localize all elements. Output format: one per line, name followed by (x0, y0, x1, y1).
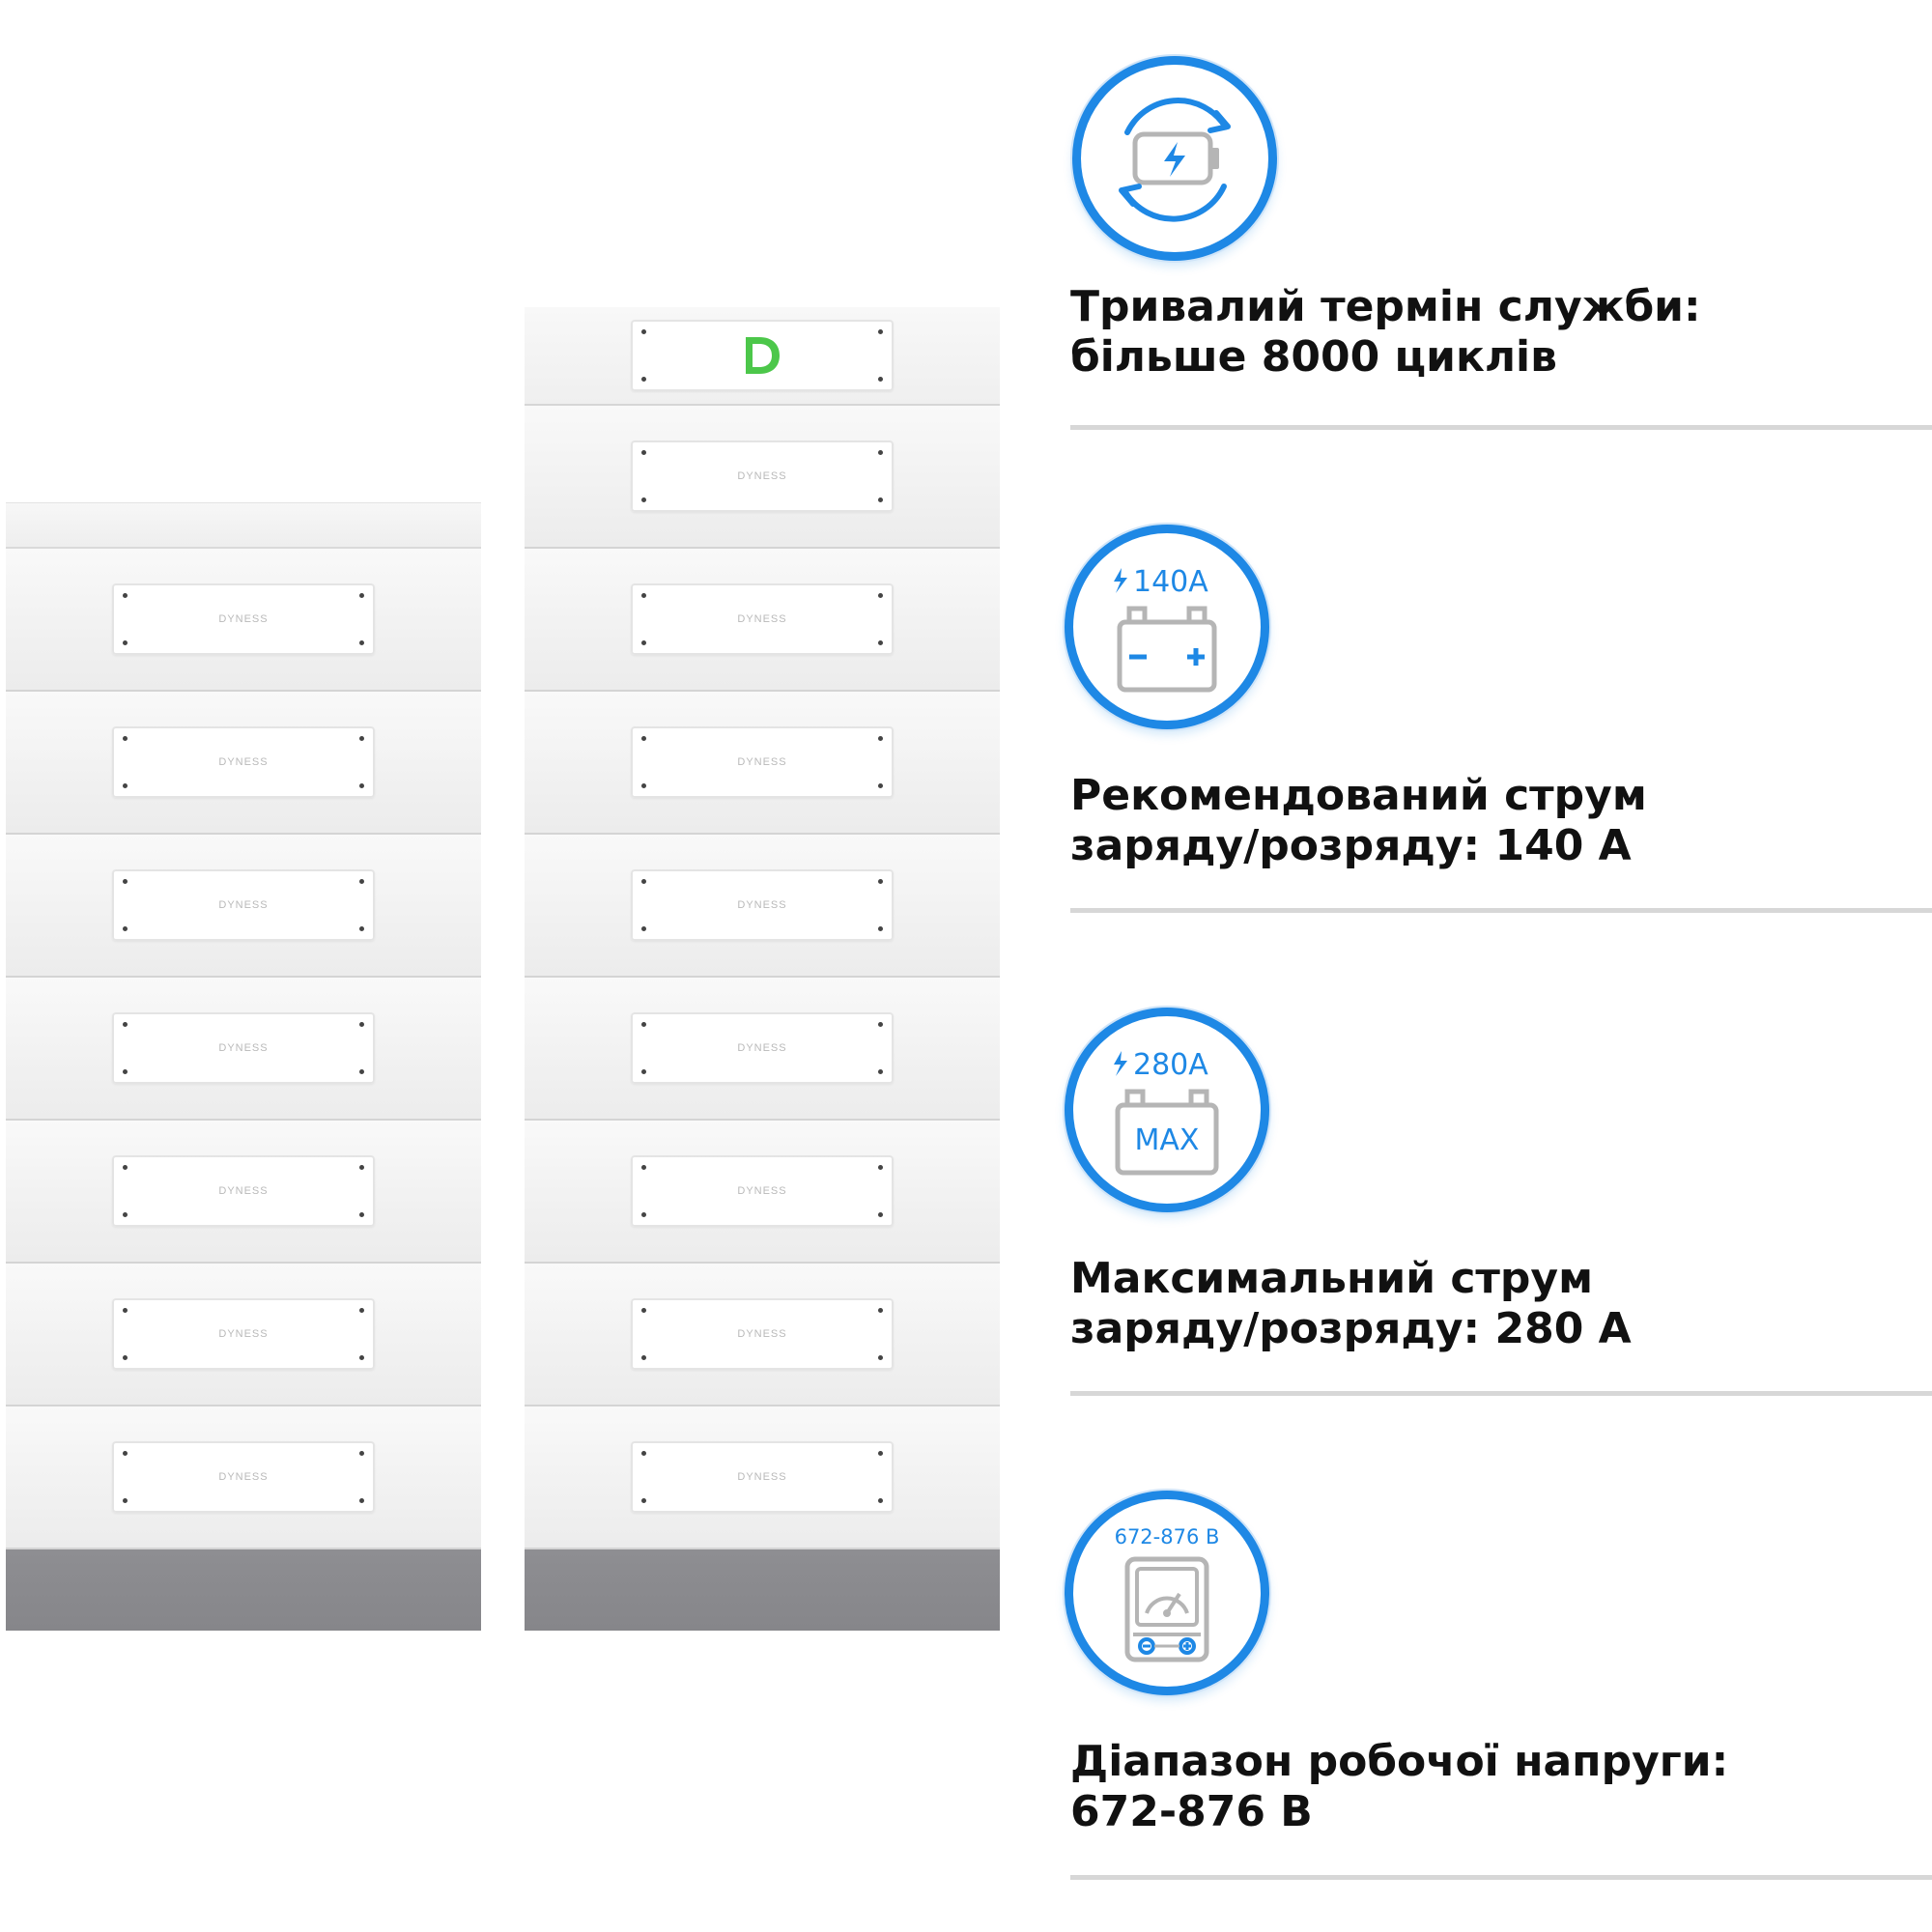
battery-module: DYNESS (6, 692, 481, 835)
brand-plate-text: DYNESS (737, 899, 787, 911)
module-nameplate: DYNESS (112, 1441, 375, 1513)
module-nameplate: DYNESS (631, 583, 894, 655)
feature-title: Діапазон робочої напруги: 672-876 В (1070, 1737, 1729, 1836)
brand-plate-text: DYNESS (737, 470, 787, 482)
module-nameplate: DYNESS (631, 1155, 894, 1227)
brand-logo-icon (746, 337, 780, 374)
module-nameplate: DYNESS (631, 440, 894, 512)
brand-plate-text: DYNESS (218, 1185, 269, 1197)
stack-base (525, 1549, 1000, 1631)
module-nameplate: DYNESS (631, 1012, 894, 1084)
brand-plate-text: DYNESS (737, 1185, 787, 1197)
module-nameplate: DYNESS (112, 1298, 375, 1370)
icon-voltage-label: 672-876 В (1115, 1525, 1220, 1548)
module-nameplate: DYNESS (112, 1155, 375, 1227)
control-module (525, 307, 1000, 406)
module-nameplate: DYNESS (631, 1298, 894, 1370)
feature-title: Рекомендований струм заряду/розряду: 140… (1070, 771, 1647, 870)
battery-module: DYNESS (525, 1264, 1000, 1406)
brand-plate-text: DYNESS (218, 1471, 269, 1483)
module-nameplate: DYNESS (112, 726, 375, 798)
module-nameplate: DYNESS (631, 726, 894, 798)
brand-plate-text: DYNESS (737, 1471, 787, 1483)
feature-title: Максимальний струм заряду/розряду: 280 А (1070, 1254, 1632, 1353)
divider (1070, 425, 1932, 430)
module-nameplate: DYNESS (631, 1441, 894, 1513)
battery-module: DYNESS (525, 835, 1000, 978)
brand-plate-text: DYNESS (218, 899, 269, 911)
module-nameplate: DYNESS (631, 869, 894, 941)
brand-plate-text: DYNESS (737, 756, 787, 768)
brand-plate-text: DYNESS (737, 1042, 787, 1054)
module-nameplate: DYNESS (112, 869, 375, 941)
battery-140a-icon: 140A (1065, 525, 1269, 729)
icon-max-label: MAX (1135, 1123, 1200, 1157)
battery-module: DYNESS (6, 549, 481, 692)
module-nameplate: DYNESS (112, 583, 375, 655)
divider (1070, 1391, 1932, 1396)
battery-module: DYNESS (6, 1406, 481, 1549)
battery-cycle-icon (1072, 56, 1277, 261)
divider (1070, 1875, 1932, 1880)
battery-stack-right: DYNESS DYNESS DYNESS DYNESS DYNESS (525, 307, 1000, 1631)
brand-plate-text: DYNESS (218, 613, 269, 625)
stack-top-cover (6, 502, 481, 549)
battery-module: DYNESS (525, 1121, 1000, 1264)
icon-value-label: 280A (1133, 1048, 1208, 1082)
brand-plate-text: DYNESS (737, 613, 787, 625)
control-nameplate (631, 320, 894, 391)
module-nameplate: DYNESS (112, 1012, 375, 1084)
battery-module: DYNESS (525, 406, 1000, 549)
battery-module: DYNESS (525, 549, 1000, 692)
brand-plate-text: DYNESS (218, 756, 269, 768)
battery-module: DYNESS (6, 835, 481, 978)
battery-280a-max-icon: 280A MAX (1065, 1008, 1269, 1212)
battery-module: DYNESS (6, 1121, 481, 1264)
voltmeter-icon: 672-876 В (1065, 1491, 1269, 1695)
brand-plate-text: DYNESS (218, 1042, 269, 1054)
battery-stack-left: DYNESS DYNESS DYNESS DYNESS DYNESS (6, 502, 481, 1631)
brand-plate-text: DYNESS (218, 1328, 269, 1340)
battery-module: DYNESS (525, 978, 1000, 1121)
battery-module: DYNESS (6, 978, 481, 1121)
battery-module: DYNESS (525, 692, 1000, 835)
stack-base (6, 1549, 481, 1631)
divider (1070, 908, 1932, 913)
brand-plate-text: DYNESS (737, 1328, 787, 1340)
battery-module: DYNESS (6, 1264, 481, 1406)
battery-module: DYNESS (525, 1406, 1000, 1549)
feature-title: Тривалий термін служби: більше 8000 цикл… (1070, 282, 1701, 382)
icon-value-label: 140A (1133, 565, 1208, 599)
